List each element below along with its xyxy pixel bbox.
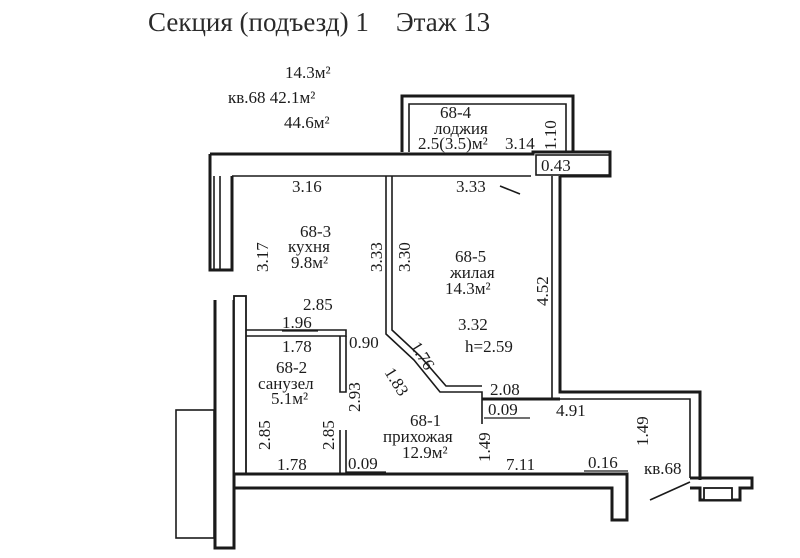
living-name: жилая <box>449 263 495 282</box>
room-living: 68-5 жилая 14.3м² h=2.59 <box>445 247 513 356</box>
dim-loggia-width: 3.14 <box>505 134 535 153</box>
bathroom-area: 5.1м² <box>271 389 308 408</box>
loggia-step <box>535 154 611 176</box>
dim-hall-left-side: 1.49 <box>475 432 494 462</box>
dim-kitchen-side: 3.17 <box>253 242 272 272</box>
dim-bath-top-outer: 1.96 <box>282 313 312 332</box>
dim-living-top: 3.33 <box>456 177 486 196</box>
room-kitchen: 68-3 кухня 9.8м² <box>288 222 331 272</box>
living-area: 14.3м² <box>445 279 491 298</box>
dim-hall-bottom: 7.11 <box>506 455 535 474</box>
bath-left-wall <box>233 295 247 475</box>
loggia-wall <box>400 94 575 152</box>
kitchen-name: кухня <box>288 237 330 256</box>
loggia-inner-wall <box>408 103 567 152</box>
dim-diag-outer: 1.76 <box>407 338 439 373</box>
dim-diag-inner: 1.83 <box>381 364 413 399</box>
dim-living-mid: 3.32 <box>458 315 488 334</box>
living-right-inner <box>551 176 691 478</box>
dim-bath-nib: 0.09 <box>348 454 378 473</box>
plan-title: Секция (подъезд) 1 Этаж 13 <box>148 7 490 37</box>
dim-passage: 0.90 <box>349 333 379 352</box>
bathroom-id: 68-2 <box>276 358 307 377</box>
dim-loggia-side: 1.10 <box>541 120 560 150</box>
kitchen-id: 68-3 <box>300 222 331 241</box>
partition-inner <box>391 176 482 387</box>
walls <box>175 94 754 550</box>
dimensions: 1.10 3.14 0.43 3.16 3.33 3.17 3.33 3.30 … <box>253 120 682 478</box>
dim-hall-step: 2.08 <box>490 380 520 399</box>
loggia-id: 68-4 <box>440 103 472 122</box>
dim-bath-top-inner: 1.78 <box>282 337 312 356</box>
loggia-area: 2.5(3.5)м² <box>418 134 488 153</box>
summary-total-area: 44.6м² <box>284 113 330 132</box>
dim-loggia-step: 0.43 <box>541 156 571 175</box>
dim-entry-nib: 0.16 <box>588 453 618 472</box>
living-right-wall <box>558 176 702 480</box>
exterior-box <box>175 409 215 539</box>
dim-partition-left: 3.33 <box>367 242 386 272</box>
dim-partition-right: 3.30 <box>395 242 414 272</box>
hallway-name: прихожая <box>383 427 453 446</box>
room-hallway: 68-1 прихожая 12.9м² <box>383 411 453 462</box>
kitchen-left-wall <box>208 154 234 272</box>
dim-bath-side: 2.93 <box>345 382 364 412</box>
loggia-door-line <box>499 185 521 195</box>
summary-apartment: кв.68 42.1м² <box>228 88 315 107</box>
bottom-wall <box>234 472 629 522</box>
living-height: h=2.59 <box>465 337 513 356</box>
bathroom-name: санузел <box>258 374 314 393</box>
dim-kitchen-bottom: 2.85 <box>303 295 333 314</box>
dim-living-side: 4.52 <box>533 276 552 306</box>
room-loggia: 68-4 лоджия 2.5(3.5)м² <box>418 103 488 153</box>
bath-top-wall <box>246 329 347 337</box>
living-id: 68-5 <box>455 247 486 266</box>
entry-label: кв.68 <box>644 459 682 478</box>
entry-door-line <box>649 481 691 501</box>
partition-outer <box>385 176 483 424</box>
room-bathroom: 68-2 санузел 5.1м² <box>258 358 314 408</box>
summary-living-area: 14.3м² <box>285 63 331 82</box>
hallway-id: 68-1 <box>410 411 441 430</box>
dim-bath-left: 2.85 <box>255 420 274 450</box>
kitchen-area: 9.8м² <box>291 253 328 272</box>
hallway-area: 12.9м² <box>402 443 448 462</box>
dim-kitchen-top: 3.16 <box>292 177 322 196</box>
bath-right-wall <box>339 336 347 393</box>
loggia-name: лоджия <box>434 119 488 138</box>
dim-hall-right-side: 1.49 <box>633 416 652 446</box>
top-exterior-wall <box>210 150 612 178</box>
entry-wall <box>690 476 754 502</box>
dim-hall-right: 4.91 <box>556 401 586 420</box>
lower-left-wall <box>213 300 236 550</box>
dim-bath-right: 2.85 <box>319 420 338 450</box>
entry-post <box>703 487 733 501</box>
bath-door-wall <box>339 430 347 475</box>
dim-bath-bottom: 1.78 <box>277 455 307 474</box>
dim-hall-nib: 0.09 <box>488 400 518 419</box>
